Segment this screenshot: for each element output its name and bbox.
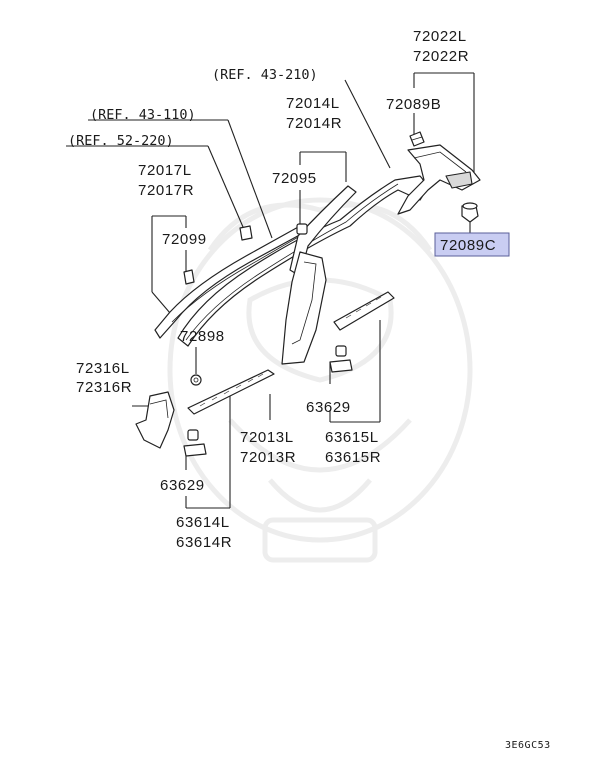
center-pillar-trim (281, 251, 327, 365)
part-label-72013R: 72013R (240, 449, 296, 466)
part-label-72089B: 72089B (386, 96, 441, 113)
clip-63629-right (329, 345, 353, 373)
lower-pillar-bracket (135, 391, 175, 449)
clip-72898 (190, 374, 202, 386)
clip-72089B (409, 131, 425, 147)
clip-63629-left (183, 429, 207, 457)
part-label-72022R: 72022R (413, 48, 469, 65)
clip-72089C (461, 202, 479, 223)
part-label-72017L: 72017L (138, 162, 192, 179)
part-label-72316R: 72316R (76, 379, 132, 396)
ref-52-220: (REF. 52-220) (68, 133, 174, 149)
part-label-72014L: 72014L (286, 95, 340, 112)
part-label-63614L: 63614L (176, 514, 230, 531)
clip-72099 (239, 225, 253, 241)
part-label-72022L: 72022L (413, 28, 467, 45)
clip-72099-lower (183, 269, 195, 285)
part-label-72089C: 72089C (440, 237, 496, 254)
part-label-63615L: 63615L (325, 429, 379, 446)
rear-quarter-trim (397, 144, 481, 215)
diagram-code: 3E6GC53 (505, 740, 551, 751)
part-label-63614R: 63614R (176, 534, 232, 551)
part-label-72013L: 72013L (240, 429, 294, 446)
part-label-72898: 72898 (180, 328, 225, 345)
part-label-63629-left: 63629 (160, 477, 205, 494)
part-label-63629-right: 63629 (306, 399, 351, 416)
ref-43-110: (REF. 43-110) (90, 107, 196, 123)
part-label-72316L: 72316L (76, 360, 130, 377)
ref-43-210: (REF. 43-210) (212, 67, 318, 83)
upper-pillar-piece (289, 185, 357, 277)
part-label-72099: 72099 (162, 231, 207, 248)
highlight-box-72089C (434, 232, 510, 257)
watermark-emblem (167, 197, 473, 563)
part-label-63615R: 63615R (325, 449, 381, 466)
part-label-72095: 72095 (272, 170, 317, 187)
front-pillar-trim (154, 225, 306, 339)
part-label-72017R: 72017R (138, 182, 194, 199)
front-scuff-plate (187, 369, 275, 415)
rear-scuff-plate (333, 291, 395, 331)
part-label-72014R: 72014R (286, 115, 342, 132)
clip-72095 (296, 223, 308, 235)
